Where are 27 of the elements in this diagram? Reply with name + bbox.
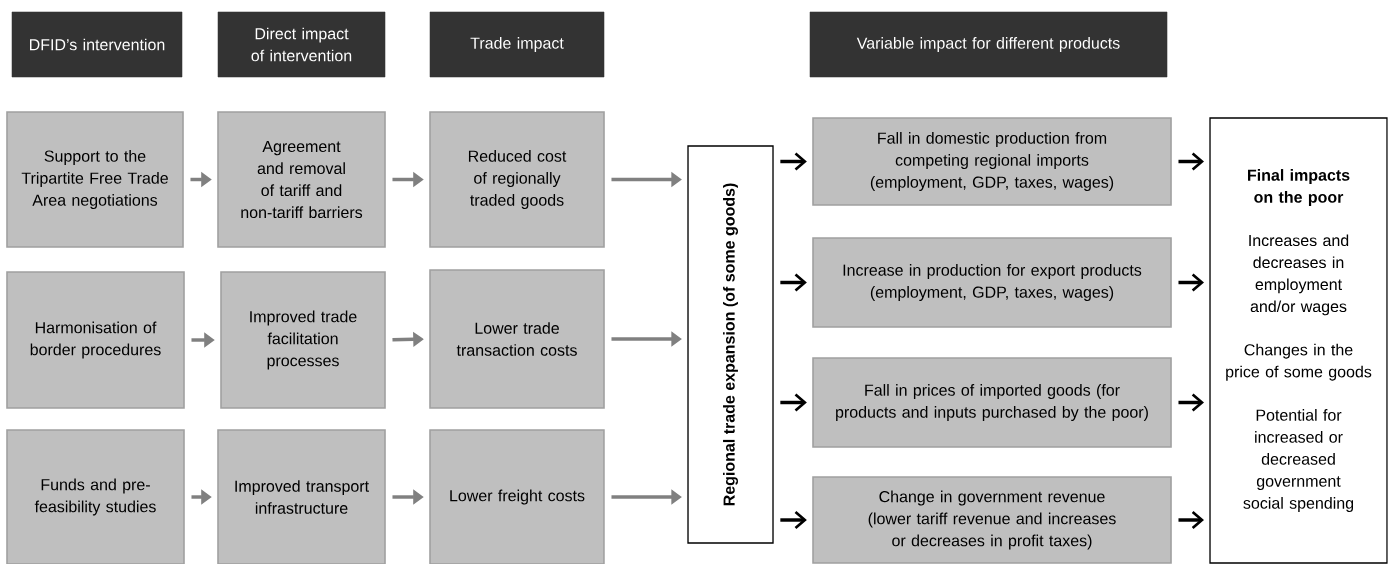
- process-box: Lower freight costs: [429, 429, 605, 564]
- process-box: Increase in production for export products (employment, GDP, taxes, wages): [812, 237, 1172, 328]
- arrow: [1178, 273, 1205, 292]
- process-box: Fall in prices of imported goods (for products and inputs purchased by the poor): [812, 357, 1172, 448]
- process-box: Support to the Tripartite Free Trade Area negotiations: [6, 111, 184, 248]
- process-box: Improved trade facilitation processes: [220, 271, 386, 409]
- process-box: Change in government revenue (lower tariff revenue and increases or decreases in profit taxes): [812, 476, 1172, 564]
- process-box: Lower trade transaction costs: [429, 269, 605, 409]
- expansion-box: Regional trade expansion (of some goods): [687, 145, 774, 544]
- arrow: [780, 393, 807, 412]
- arrow: [1178, 393, 1205, 412]
- column-header: Variable impact for different products: [809, 11, 1168, 78]
- arrow: [780, 152, 807, 171]
- process-box: Agreement and removal of tariff and non-tariff barriers: [217, 111, 386, 248]
- arrow: [780, 273, 807, 292]
- arrow: [780, 511, 807, 530]
- process-box: Funds and pre-feasibility studies: [6, 429, 185, 564]
- process-box: Fall in domestic production from competing regional imports (employment, GDP, taxes, wages): [812, 117, 1172, 206]
- outcome-box: Final impacts on the poor Increases and decreases in employment and/or wages Changes in the price of some goods Potential for increased or decreased government social spending: [1209, 117, 1388, 564]
- process-box: Reduced cost of regionally traded goods: [429, 111, 605, 248]
- arrow: [1178, 511, 1205, 530]
- column-header: Direct impact of intervention: [217, 11, 386, 78]
- column-header: Trade impact: [429, 11, 605, 78]
- process-box: Harmonisation of border procedures: [6, 271, 185, 409]
- column-header: DFID’s intervention: [11, 11, 183, 78]
- process-box: Improved transport infrastructure: [217, 429, 386, 564]
- arrow: [1178, 152, 1205, 171]
